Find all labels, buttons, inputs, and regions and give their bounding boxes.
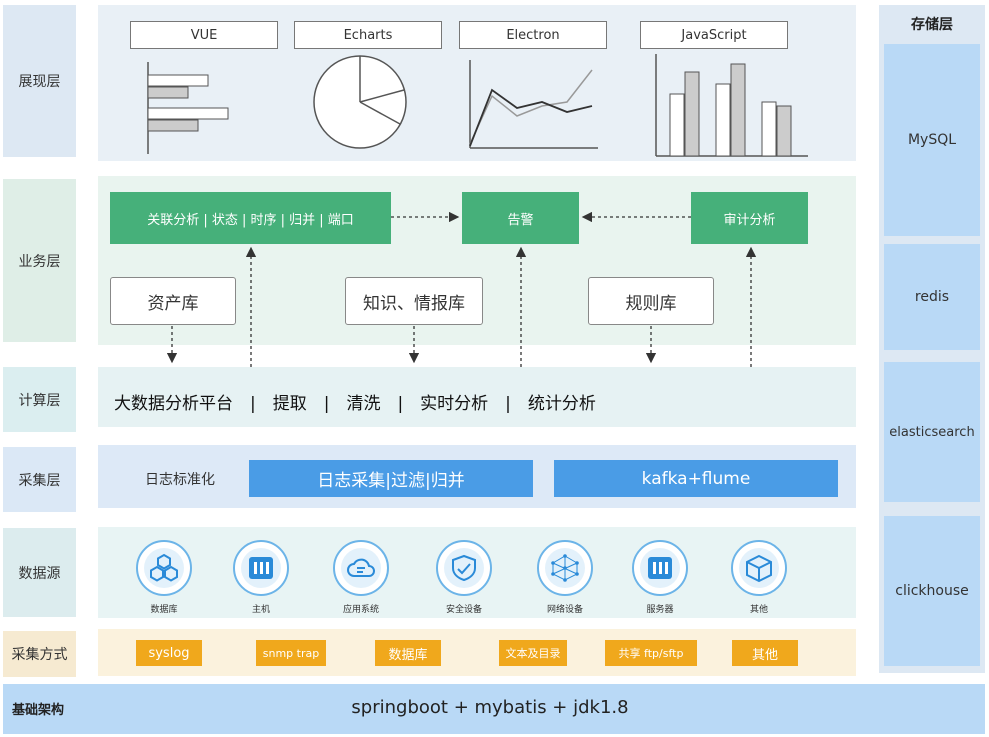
- datasource-label: 应用系统: [342, 605, 379, 615]
- datasource-item-security: 安全设备: [434, 540, 494, 616]
- datasource-label: 安全设备: [445, 605, 482, 615]
- datasource-item-other: 其他: [729, 540, 789, 616]
- method-tag-text: 文本及目录: [499, 640, 567, 666]
- log-normalize-text: 日志标准化: [145, 472, 215, 488]
- storage-elasticsearch: elasticsearch: [884, 362, 980, 502]
- base-bar: [3, 684, 985, 734]
- tech-electron: Electron: [459, 21, 607, 49]
- datasource-item-host: 主机: [231, 540, 291, 616]
- datasource-label: 网络设备: [546, 605, 583, 615]
- datasource-label: 服务器: [646, 605, 674, 615]
- database-cluster-icon: [150, 553, 178, 582]
- layer-label-business: 业务层: [3, 179, 76, 342]
- base-stack-text: springboot + mybatis + jdk1.8: [351, 697, 629, 718]
- column-chart-icon: [655, 54, 808, 157]
- datasource-item-network: 网络设备: [535, 540, 595, 616]
- rules-library-box: 规则库: [588, 277, 714, 325]
- datasource-label: 主机: [251, 605, 270, 615]
- line-chart-icon: [469, 60, 598, 149]
- method-tag-syslog: syslog: [136, 640, 202, 666]
- shield-icon: [452, 554, 476, 582]
- layer-label-method: 采集方式: [3, 631, 76, 677]
- layer-label-presentation: 展现层: [3, 5, 76, 157]
- alarm-box: 告警: [462, 192, 579, 244]
- datasource-item-server: 服务器: [630, 540, 690, 616]
- method-tag-snmp: snmp trap: [256, 640, 326, 666]
- storage-mysql: MySQL: [884, 44, 980, 236]
- datasource-label: 数据库: [150, 605, 178, 615]
- kafka-flume-bar: kafka+flume: [554, 460, 838, 497]
- network-icon: [551, 554, 579, 582]
- pie-chart-icon: [313, 55, 407, 149]
- compute-platform-text: 大数据分析平台 | 提取 | 清洗 | 实时分析 | 统计分析: [114, 394, 596, 414]
- box-icon: [746, 554, 772, 583]
- storage-title: 存储层: [911, 17, 953, 33]
- layer-label-datasource: 数据源: [3, 528, 76, 617]
- log-collect-bar: 日志采集|过滤|归并: [249, 460, 533, 497]
- knowledge-library-box: 知识、情报库: [345, 277, 483, 325]
- method-tag-ftp: 共享 ftp/sftp: [605, 640, 697, 666]
- method-tag-other: 其他: [732, 640, 798, 666]
- datasource-item-database: 数据库: [134, 540, 194, 616]
- tech-echarts: Echarts: [294, 21, 442, 49]
- compute-panel: [98, 367, 856, 427]
- layer-label-collect: 采集层: [3, 447, 76, 512]
- host-icon: [249, 557, 273, 579]
- datasource-label: 其他: [749, 605, 768, 615]
- tech-javascript: JavaScript: [640, 21, 788, 49]
- method-tag-database: 数据库: [375, 640, 441, 666]
- datasource-item-app: 应用系统: [331, 540, 391, 616]
- server-icon: [648, 557, 672, 579]
- correlation-analysis-box: 关联分析 | 状态 | 时序 | 归并 | 端口: [110, 192, 391, 244]
- audit-analysis-box: 审计分析: [691, 192, 808, 244]
- hbar-chart-icon: [147, 62, 229, 154]
- layer-label-compute: 计算层: [3, 367, 76, 432]
- asset-library-box: 资产库: [110, 277, 236, 325]
- method-panel: [98, 629, 856, 676]
- cloud-app-icon: [347, 558, 375, 577]
- tech-vue: VUE: [130, 21, 278, 49]
- storage-redis: redis: [884, 244, 980, 350]
- storage-clickhouse: clickhouse: [884, 516, 980, 666]
- layer-label-base: 基础架构: [12, 703, 65, 718]
